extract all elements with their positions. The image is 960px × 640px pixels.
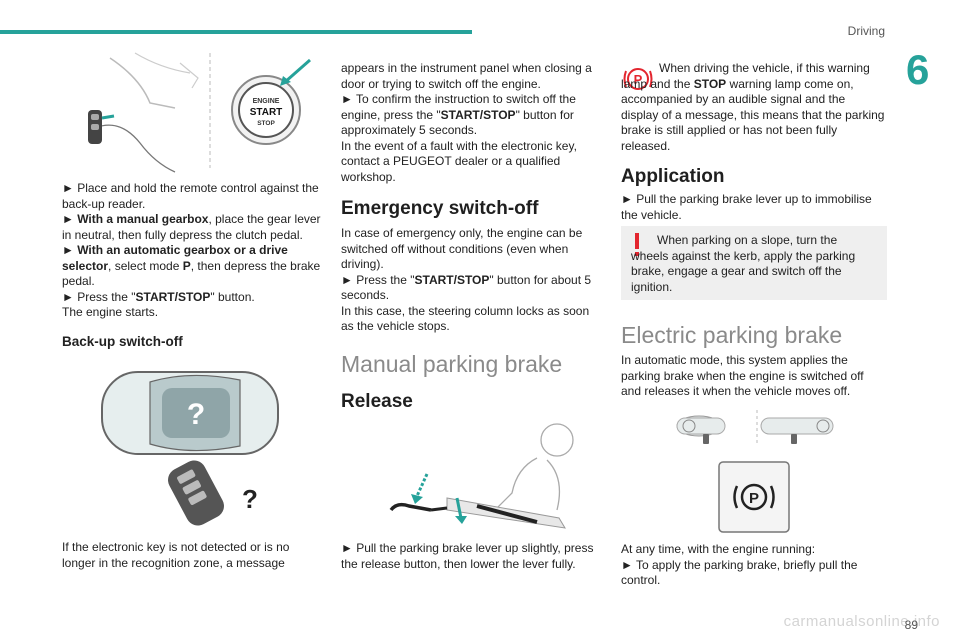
step-auto-rest: , then depress the brake pedal. bbox=[62, 258, 321, 289]
electric-instructions: At any time, with the engine running: ► … bbox=[621, 542, 885, 589]
manual-brake-heading: Manual parking brake bbox=[341, 351, 563, 377]
start-button-illustration: ENGINE START STOP bbox=[88, 52, 311, 173]
exclamation-icon bbox=[635, 233, 639, 249]
emergency-p2-post: " button for about 5 seconds. bbox=[341, 272, 592, 303]
emergency-p2-pre: ► Press the " bbox=[341, 272, 415, 287]
emergency-heading: Emergency switch-off bbox=[341, 198, 539, 219]
mode-p: P bbox=[182, 258, 191, 273]
start-stop-key: START/STOP bbox=[135, 289, 211, 304]
application-text: ► Pull the parking brake lever up to imm… bbox=[621, 192, 872, 222]
electric-p1: In automatic mode, this system applies t… bbox=[621, 353, 864, 398]
arrow-icon bbox=[101, 114, 115, 120]
step-manual-text: , place the gear lever in neutral, then … bbox=[62, 212, 321, 242]
warning-text-post: warning lamp come on, accompanied by an … bbox=[621, 76, 885, 153]
stop-label: STOP bbox=[257, 120, 275, 127]
backup-cont-3: In the event of a fault with the electro… bbox=[341, 138, 577, 184]
backup-cont-2-post: " button for approximately 5 seconds. bbox=[341, 107, 574, 138]
backup-cont-2-pre: ► To confirm the instruction to switch o… bbox=[341, 92, 576, 122]
start-stop-key-3: START/STOP bbox=[414, 272, 490, 287]
start-stop-key-2: START/STOP bbox=[440, 107, 516, 122]
section-title: Driving bbox=[847, 24, 885, 38]
car-key-illustration: ? ? bbox=[101, 371, 279, 526]
electric-p2: At any time, with the engine running: bbox=[621, 542, 816, 556]
step-press-post: " button. bbox=[210, 289, 255, 304]
svg-text:P: P bbox=[749, 490, 759, 507]
step-reader: ► Place and hold the remote control agai… bbox=[62, 181, 319, 211]
key-question-mark: ? bbox=[242, 484, 258, 514]
application-heading: Application bbox=[621, 166, 725, 187]
electric-brake-heading: Electric parking brake bbox=[621, 322, 843, 348]
release-heading: Release bbox=[341, 391, 413, 412]
parking-lever-illustration bbox=[389, 423, 574, 529]
engine-starts: The engine starts. bbox=[62, 305, 159, 319]
backup-text: If the electronic key is not detected or… bbox=[62, 540, 290, 570]
chapter-number: 6 bbox=[906, 46, 930, 93]
release-text: ► Pull the parking brake lever up slight… bbox=[341, 541, 594, 571]
emergency-p1: In case of emergency only, the engine ca… bbox=[341, 226, 583, 271]
step-manual-label: ► With a manual gearbox bbox=[62, 212, 209, 226]
svg-text:P: P bbox=[634, 72, 643, 87]
backup-heading: Back-up switch-off bbox=[62, 334, 183, 349]
step-press-pre: ► Press the " bbox=[62, 289, 136, 304]
exclamation-dot-icon bbox=[635, 252, 639, 256]
watermark: carmanualsonline.info bbox=[783, 613, 940, 630]
backup-cont-1: appears in the instrument panel when clo… bbox=[341, 61, 592, 91]
emergency-text: In case of emergency only, the engine ca… bbox=[341, 226, 603, 335]
car-question-mark: ? bbox=[187, 398, 205, 431]
engine-label: ENGINE bbox=[253, 98, 280, 105]
electric-p3: ► To apply the parking brake, briefly pu… bbox=[621, 557, 858, 588]
backup-continued: appears in the instrument panel when clo… bbox=[341, 61, 603, 185]
warning-text-pre: When driving the vehicle, if this warnin… bbox=[621, 61, 870, 91]
header-accent-bar bbox=[0, 30, 472, 34]
electric-brake-illustration: P bbox=[676, 410, 834, 533]
stop-word: STOP bbox=[693, 76, 727, 91]
page-number: 89 bbox=[904, 618, 918, 632]
step-auto-text: , select mode bbox=[108, 258, 183, 273]
warning-lamp-text: When driving the vehicle, if this warnin… bbox=[621, 61, 885, 154]
step-auto-label: ► With an automatic gearbox or a drive s… bbox=[62, 243, 288, 273]
slope-note: When parking on a slope, turn the wheels… bbox=[621, 226, 887, 300]
slope-note-text: When parking on a slope, turn the wheels… bbox=[631, 233, 856, 294]
parking-brake-warning-icon: P bbox=[621, 62, 655, 96]
emergency-p3: In this case, the steering column locks … bbox=[341, 303, 590, 334]
start-label: START bbox=[250, 107, 283, 118]
start-instructions: ► Place and hold the remote control agai… bbox=[62, 181, 324, 321]
